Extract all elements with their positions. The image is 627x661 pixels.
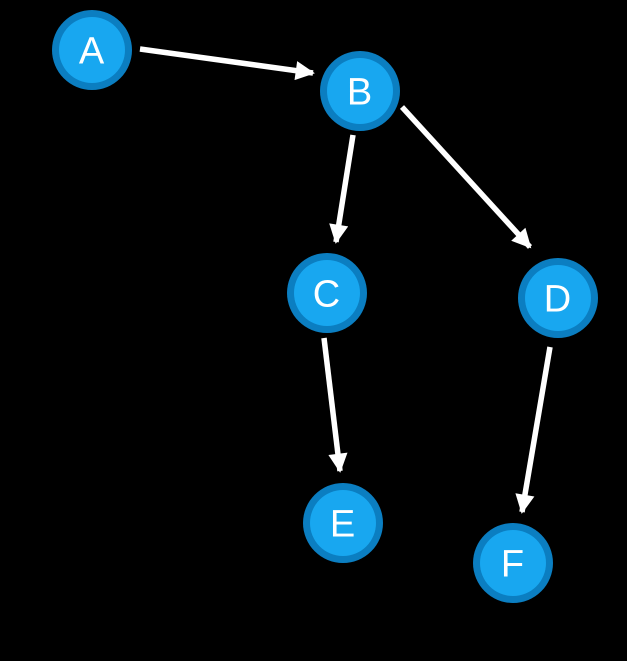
edge-B-D [399,105,533,249]
edge-B-C [329,134,356,244]
node-inner-circle [294,260,360,326]
node-E[interactable]: E [303,483,383,563]
edge-D-F [515,346,553,514]
node-inner-circle [525,265,591,331]
edge-C-E [321,337,348,473]
edges-layer [139,46,553,514]
edge-A-B [139,46,315,81]
node-A[interactable]: A [52,10,132,90]
nodes-layer: A B C D E F [52,10,598,603]
node-inner-circle [480,530,546,596]
node-inner-circle [310,490,376,556]
node-inner-circle [327,58,393,124]
node-C[interactable]: C [287,253,367,333]
node-B[interactable]: B [320,51,400,131]
node-inner-circle [59,17,125,83]
node-F[interactable]: F [473,523,553,603]
node-D[interactable]: D [518,258,598,338]
